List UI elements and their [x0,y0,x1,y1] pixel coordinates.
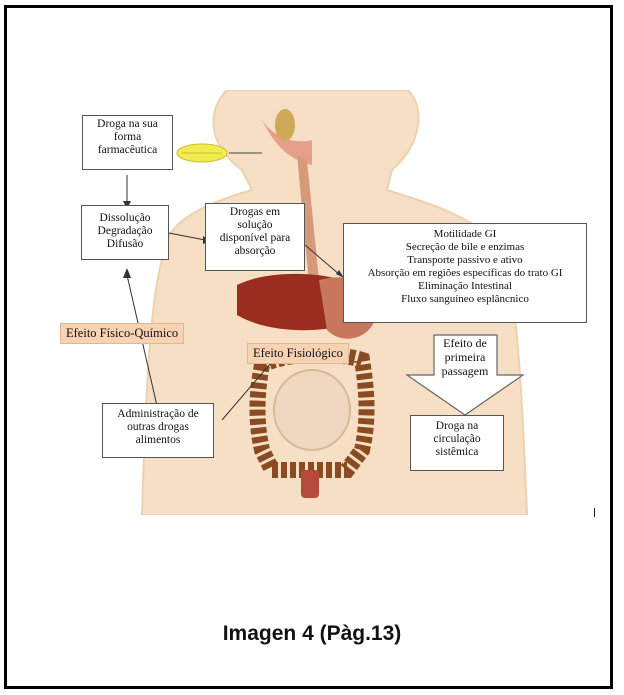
figure-caption: Imagen 4 (Pàg.13) [0,622,624,646]
solution-box: Drogas em solução disponível para absorç… [205,203,305,271]
arrowhead-icon [123,268,131,278]
factor-item: Fluxo sanguíneo esplâncnico [347,293,583,306]
factors-box: Motilidade GI Secreção de bile e enzimas… [343,223,587,323]
first-pass-line: Efeito de [429,336,501,350]
dissolution-line: Degradação [85,225,165,238]
first-pass-line: passagem [429,364,501,378]
factor-item: Eliminação Intestinal [347,280,583,293]
other-drugs-line: alimentos [106,434,210,447]
other-drugs-line: outras drogas [106,421,210,434]
digestive-diagram: Droga na sua forma farmacêutica Dissoluç… [57,90,594,515]
drug-form-box: Droga na sua forma farmacêutica [82,115,173,170]
physiological-effect-label: Efeito Fisiológico [247,343,349,364]
other-drugs-line: Administração de [106,408,210,421]
solution-line: Drogas em [209,206,301,219]
dissolution-line: Difusão [85,238,165,251]
first-pass-line: primeira [429,350,501,364]
drug-form-line: forma [86,131,169,144]
circulation-line: sistêmica [414,446,500,459]
factor-item: Transporte passivo e ativo [347,254,583,267]
drug-form-line: Droga na sua [86,118,169,131]
solution-line: disponível para [209,232,301,245]
dissolution-line: Dissolução [85,212,165,225]
solution-line: solução [209,219,301,232]
solution-line: absorção [209,245,301,258]
first-pass-text: Efeito de primeira passagem [429,336,501,378]
factor-item: Absorção em regiões específicas do trato… [347,267,583,280]
tick-mark [594,508,595,517]
factor-item: Secreção de bile e enzimas [347,241,583,254]
small-intestine-icon [274,370,350,450]
physicochemical-effect-label: Efeito Físico-Químico [60,323,184,344]
salivary-gland-icon [275,109,295,141]
factor-item: Motilidade GI [347,228,583,241]
rectum-icon [301,470,319,498]
dissolution-box: Dissolução Degradação Difusão [81,205,169,260]
drug-form-line: farmacêutica [86,144,169,157]
circulation-box: Droga na circulação sistêmica [410,415,504,471]
circulation-line: circulação [414,433,500,446]
other-drugs-box: Administração de outras drogas alimentos [102,403,214,458]
circulation-line: Droga na [414,420,500,433]
